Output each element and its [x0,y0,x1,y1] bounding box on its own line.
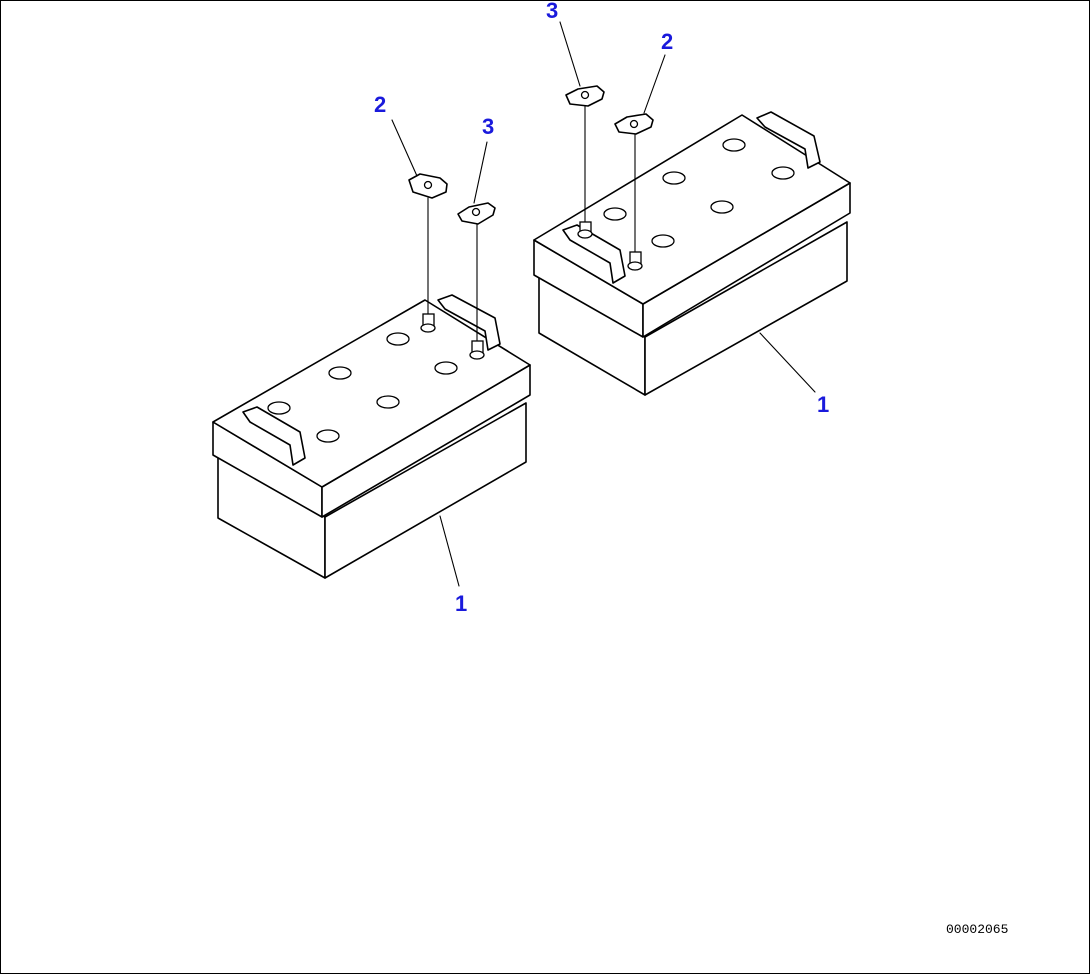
callout-terminal-plus-right: 2 [661,29,673,54]
leader-right-plus [643,54,666,114]
battery-left-handle-back [437,294,501,351]
leader-left-battery [439,515,460,587]
callout-battery-left: 1 [455,591,467,616]
leader-left-minus [473,141,488,204]
battery-left-case-side [324,402,527,579]
drawing-code: 00002065 [946,922,1008,937]
battery-right-handle-back [756,111,821,169]
battery-right [533,21,851,396]
callout-terminal-minus-left: 3 [482,114,494,139]
leader-right-battery [759,332,816,393]
leader-left-plus [391,119,418,177]
leader-right-minus [559,21,581,87]
callout-battery-right: 1 [817,392,829,417]
battery-right-filler-caps [603,138,795,248]
battery-right-case-side [644,221,848,396]
battery-left-handle-front [242,406,306,466]
callout-terminal-plus-left: 2 [374,92,386,117]
battery-left [212,119,531,587]
callout-terminal-minus-right: 3 [546,0,558,23]
battery-left-filler-caps [267,332,458,443]
